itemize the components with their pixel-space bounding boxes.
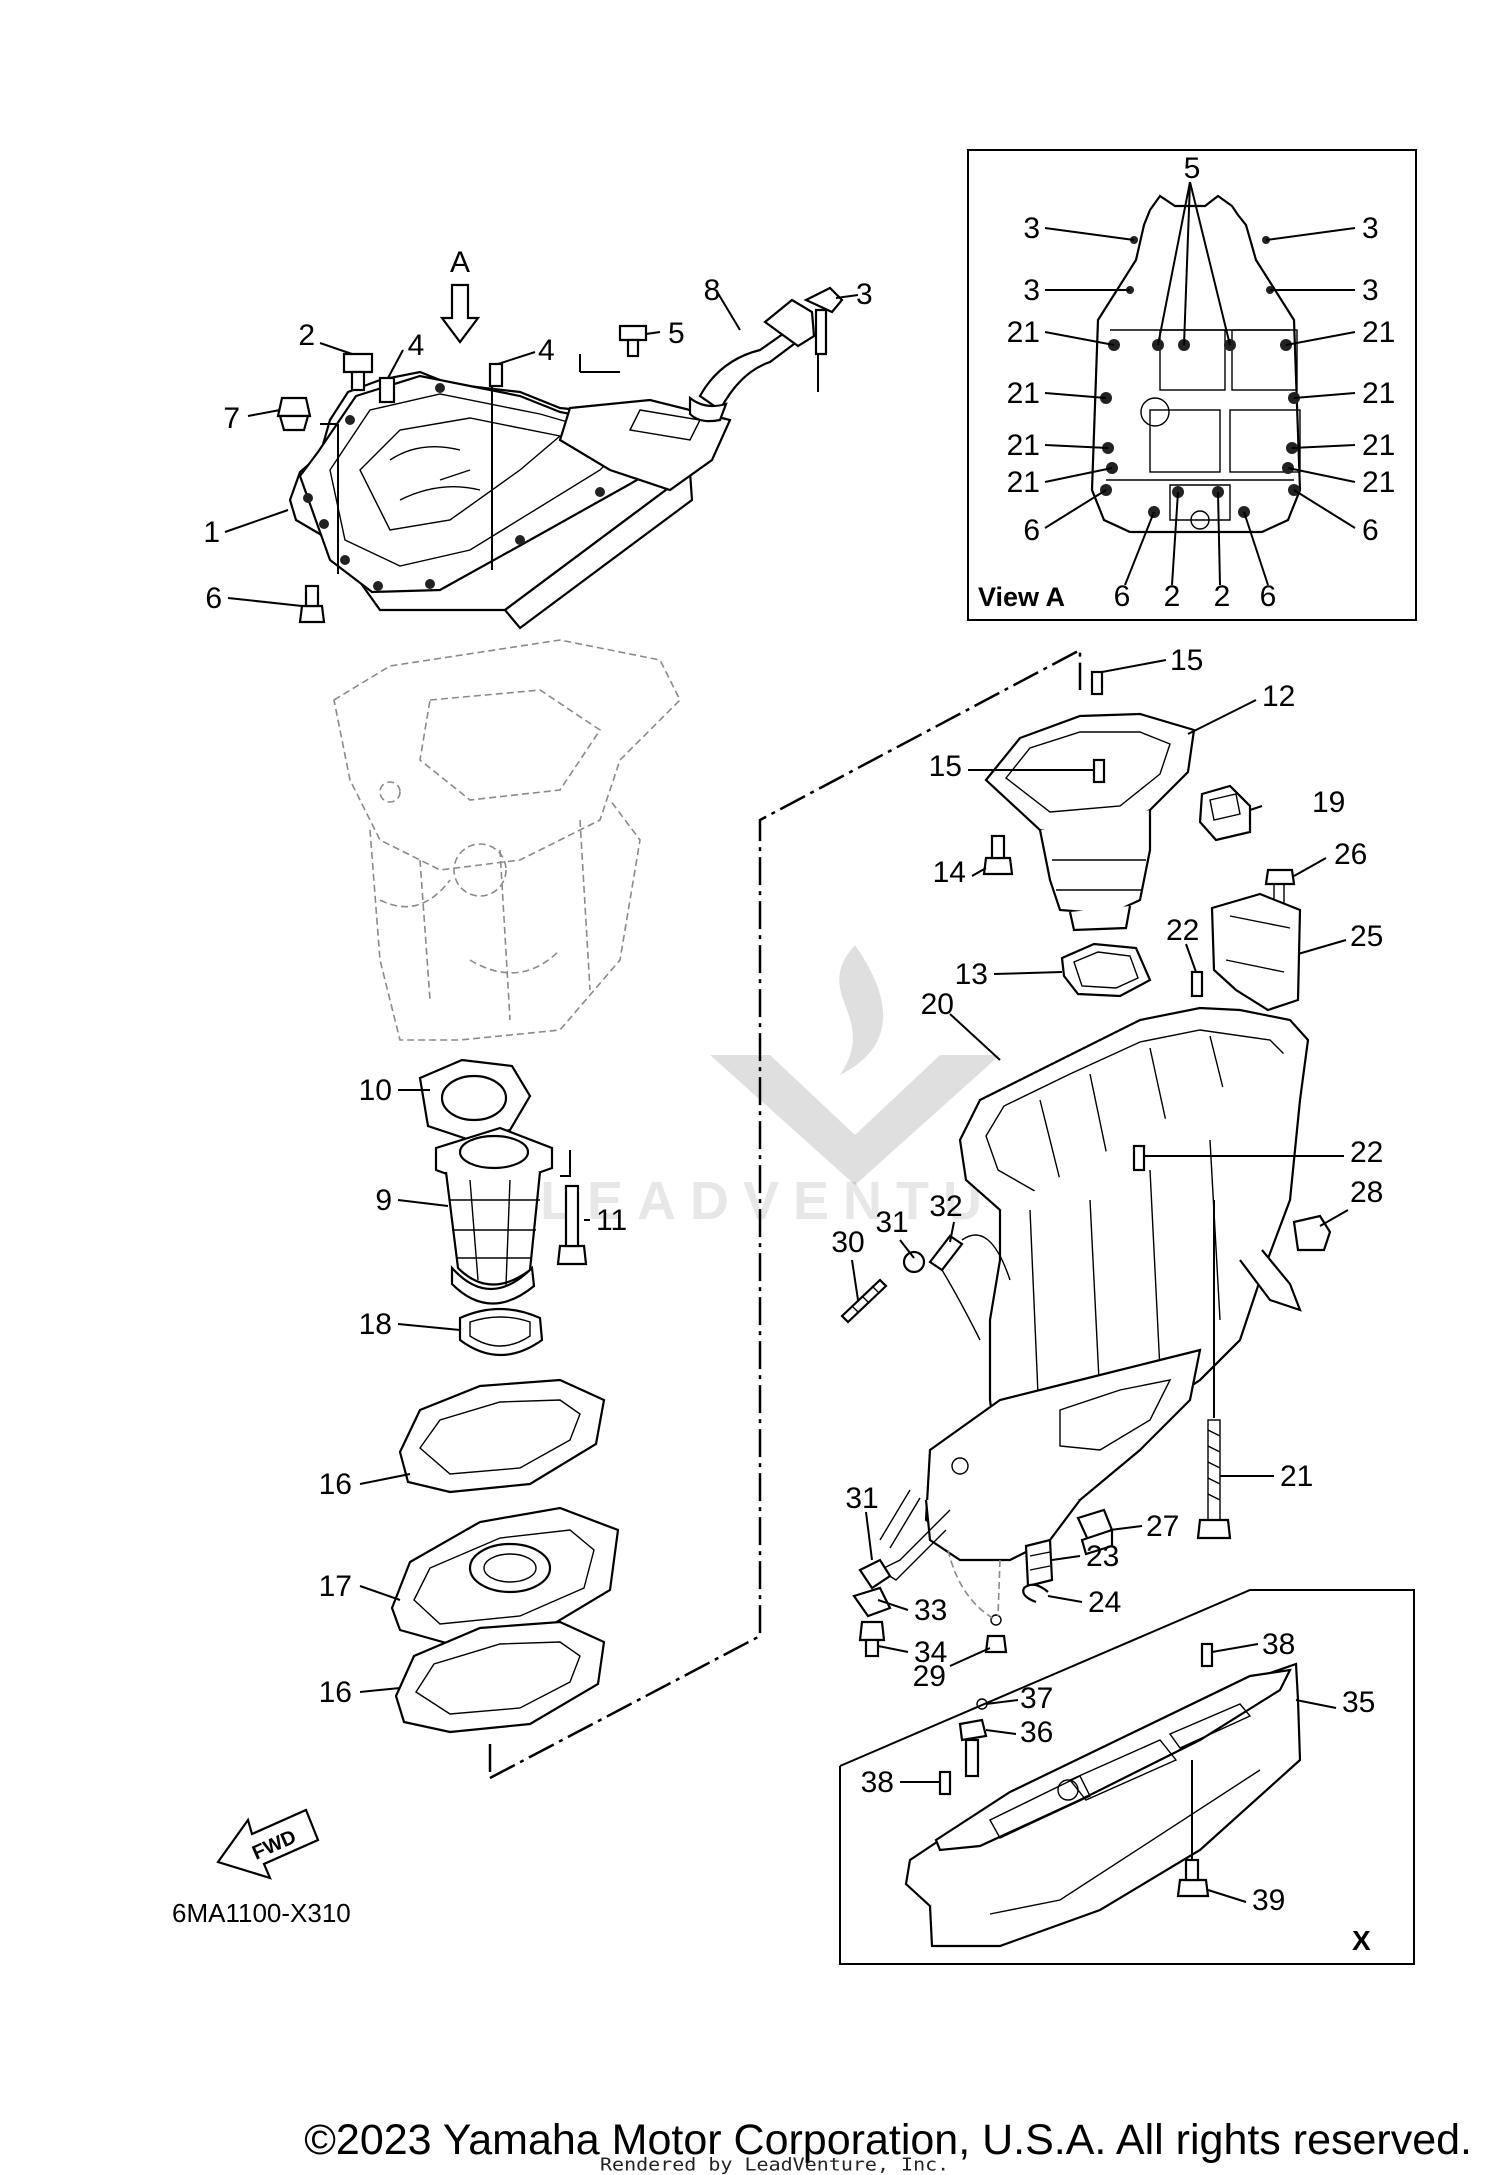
callout-label: 14 (933, 856, 966, 889)
callout-label: 13 (955, 958, 988, 991)
callout-label: 31 (875, 1206, 908, 1239)
callout-label: 21 (1007, 466, 1040, 499)
callout-label: 21 (1362, 429, 1395, 462)
callout-label: 16 (319, 1468, 352, 1501)
callout-label: 30 (831, 1226, 864, 1259)
callout-label: 19 (1312, 786, 1345, 819)
callout-label: 11 (596, 1204, 627, 1237)
callout-label: 6 (1023, 514, 1040, 547)
callout-label: 3 (856, 278, 873, 311)
callout-label: 17 (319, 1570, 352, 1603)
callout-label: 21 (1007, 429, 1040, 462)
callout-label: 32 (929, 1190, 962, 1223)
callout-label: 22 (1350, 1136, 1383, 1169)
callout-label: 9 (375, 1184, 392, 1217)
view-a-inset: 3 3 3 3 5 21 21 21 21 21 21 21 21 6 6 6 … (967, 149, 1417, 621)
callout-label: 12 (1262, 680, 1295, 713)
view-arrow-label: A (450, 246, 470, 279)
callout-label: 21 (1362, 377, 1395, 410)
callout-label: 21 (1362, 466, 1395, 499)
callout-label: 8 (704, 274, 721, 307)
left-parts-stack: 10 9 11 18 16 17 16 (319, 1058, 627, 1734)
callout-label: 10 (359, 1074, 392, 1107)
callout-label: 20 (921, 988, 954, 1021)
callout-label: 3 (1023, 274, 1040, 307)
callout-label: 21 (1007, 316, 1040, 349)
callout-label: 5 (1184, 152, 1201, 185)
callout-label: 2 (1214, 580, 1231, 613)
callout-label: 36 (1020, 1716, 1053, 1749)
view-a-title: View A (978, 582, 1065, 612)
engine-base-assembly: A (203, 246, 873, 630)
callout-label: 16 (319, 1676, 352, 1709)
callout-label: 21 (1362, 316, 1395, 349)
callout-label: 26 (1334, 838, 1367, 871)
callout-label: 3 (1362, 274, 1379, 307)
callout-label: 38 (1262, 1628, 1295, 1661)
callout-label: 15 (929, 750, 962, 783)
diagram-code: 6MA1100-X310 (172, 1898, 351, 1928)
callout-label: 3 (1023, 212, 1040, 245)
callout-label: 6 (1362, 514, 1379, 547)
callout-label: 2 (1164, 580, 1181, 613)
callout-label: 2 (298, 319, 315, 352)
callout-label: 33 (914, 1594, 947, 1627)
callout-label: 7 (223, 402, 240, 435)
callout-label: 39 (1252, 1884, 1285, 1917)
callout-label: 5 (668, 317, 685, 350)
callout-label: 4 (408, 329, 425, 362)
callout-label: 6 (1260, 580, 1277, 613)
callout-label: 21 (1280, 1460, 1313, 1493)
grouping-line (489, 647, 1082, 1780)
fwd-arrow: FWD (216, 1808, 320, 1880)
callout-label: 29 (913, 1660, 946, 1693)
callout-label: 28 (1350, 1176, 1383, 1209)
callout-label: 6 (205, 582, 222, 615)
callout-label: 4 (538, 334, 555, 367)
copyright-notice: ©2023 Yamaha Motor Corporation, U.S.A. A… (304, 2116, 1472, 2164)
inset-x-label: X (1352, 1925, 1371, 1956)
callout-label: 15 (1170, 644, 1203, 677)
callout-label: 1 (203, 516, 220, 549)
callout-label: 35 (1342, 1686, 1375, 1719)
leadventure-logo-watermark (710, 945, 1000, 1185)
callout-label: 27 (1146, 1510, 1179, 1543)
callout-label: 3 (1362, 212, 1379, 245)
rendered-by-notice: Rendered by LeadVenture, Inc. (600, 2153, 950, 2175)
callout-label: 38 (861, 1766, 894, 1799)
callout-label: 34 (914, 1636, 947, 1669)
callout-label: 6 (1114, 580, 1131, 613)
upper-casing-assembly: 15 12 15 19 14 26 13 22 25 20 22 28 32 3… (831, 644, 1383, 1693)
callout-label: 18 (359, 1308, 392, 1341)
callout-label: 21 (1007, 377, 1040, 410)
callout-label: 22 (1166, 914, 1199, 947)
view-direction-arrow (439, 283, 481, 344)
callout-label: 24 (1088, 1586, 1121, 1619)
callout-label: 31 (845, 1482, 878, 1515)
reference-engine-outline (333, 639, 681, 1041)
callout-label: 37 (1020, 1682, 1053, 1715)
callout-label: 25 (1350, 920, 1383, 953)
callout-label: 23 (1086, 1540, 1119, 1573)
inset-x: 38 35 37 36 38 39 X (839, 1589, 1415, 1965)
